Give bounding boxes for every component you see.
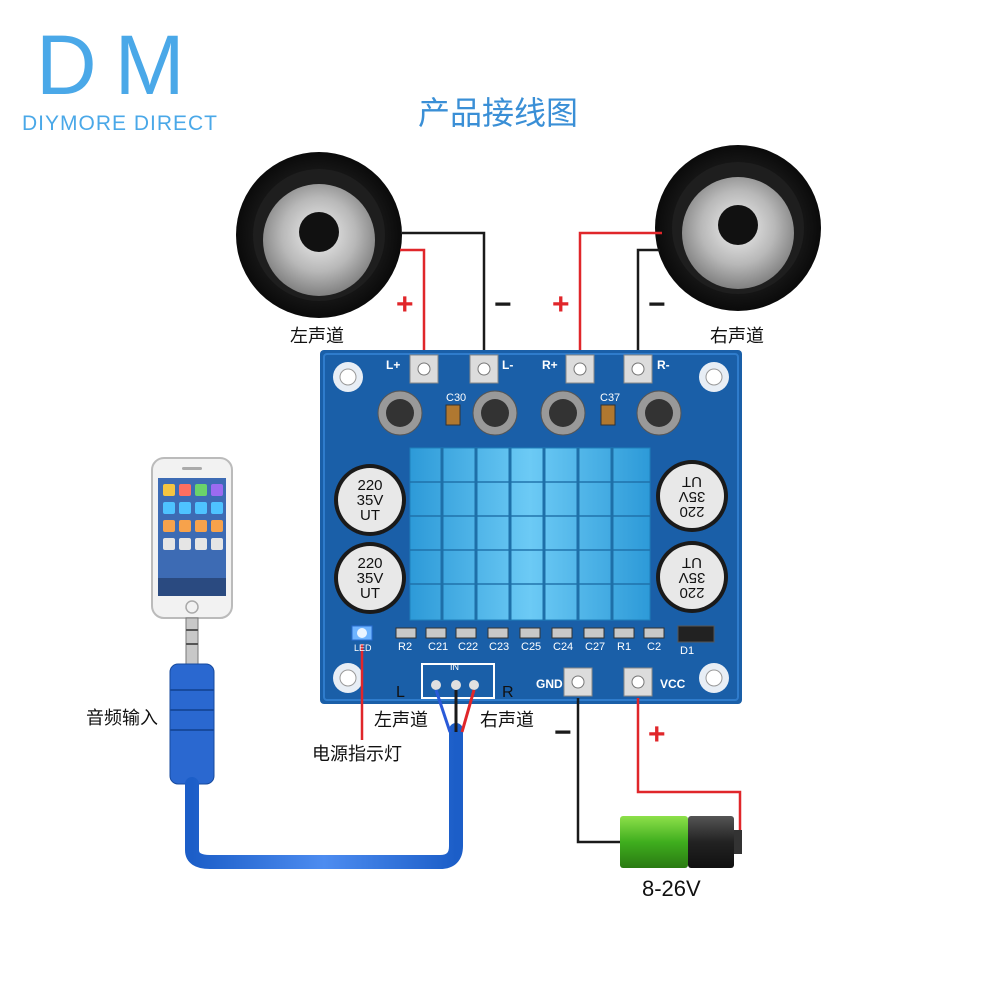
silk-c23: C23 [489,641,510,653]
right-speaker-label: 右声道 [710,326,764,347]
power-wires [576,698,742,844]
brand-logo-mark: DM [36,18,203,112]
audio-input-label: 音频输入 [86,708,158,729]
pin-label-vcc: VCC [660,677,686,691]
left-plus-sign: + [396,288,414,321]
power-led-label: 电源指示灯 [312,744,402,765]
audio-jack-plug [169,617,215,785]
right-plus-sign: + [552,288,570,321]
silk-d1: D1 [680,645,695,657]
silk-c2: C2 [647,641,662,653]
silk-c25: C25 [521,641,542,653]
silk-c22: C22 [458,641,479,653]
silk-in: IN [450,662,459,672]
audio-cable [185,723,463,869]
left-minus-sign: − [494,288,512,321]
pin-label-l-plus: L+ [386,358,401,372]
pin-label-r-minus: R- [657,358,670,372]
silk-c37: C37 [600,392,621,404]
right-channel-label: 右声道 [480,710,534,731]
vcc-plus-sign: + [648,718,666,751]
silk-c24: C24 [553,641,574,653]
silk-led: LED [354,643,372,653]
silk-r1: R1 [617,641,632,653]
battery-icon [620,816,742,868]
brand-logo-name: DIYMORE DIRECT [22,112,219,135]
input-l-label: L [396,684,405,701]
pin-label-gnd: GND [536,677,563,691]
silk-r2: R2 [398,641,413,653]
smartphone-icon [151,457,233,619]
pin-label-r-plus: R+ [542,358,558,372]
pin-label-l-minus: L- [502,358,514,372]
left-channel-label: 左声道 [374,710,428,731]
input-wires [434,689,476,733]
right-minus-sign: − [648,288,666,321]
silk-c30: C30 [446,392,467,404]
gnd-minus-sign: − [554,716,572,749]
speaker-wires [400,231,662,372]
voltage-label: 8-26V [642,876,701,901]
amplifier-board [320,350,742,704]
right-speaker [655,145,821,311]
left-speaker-label: 左声道 [290,326,344,347]
diagram-title: 产品接线图 [418,94,579,132]
left-speaker [236,152,402,318]
input-r-label: R [502,684,514,701]
silk-c27: C27 [585,641,606,653]
silk-c21: C21 [428,641,449,653]
